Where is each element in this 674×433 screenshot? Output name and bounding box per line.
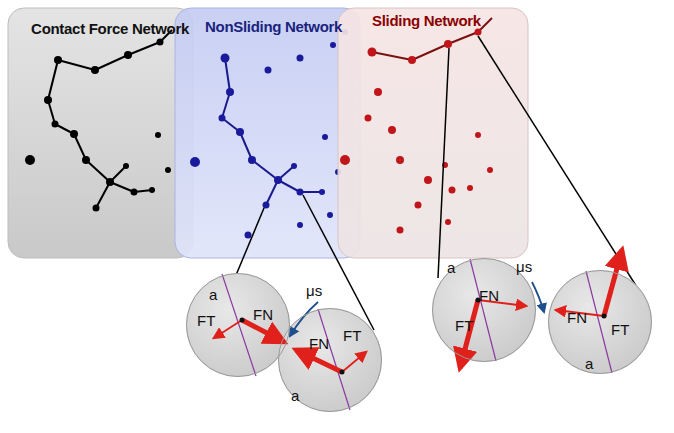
- friction-label: μs: [516, 258, 532, 275]
- friction-label: μs: [306, 282, 322, 299]
- force-label: FT: [197, 312, 215, 329]
- force-label: FN: [253, 306, 273, 323]
- panel-title: Sliding Network: [372, 12, 481, 29]
- particle-circle: aFT FN: [186, 273, 290, 377]
- force-label: a: [585, 355, 593, 372]
- force-label: FN: [567, 309, 587, 326]
- sliding-panel: Sliding Network: [338, 8, 528, 258]
- nonsliding-panel: NonSliding Network: [175, 8, 360, 258]
- force-label: FN: [309, 335, 329, 352]
- force-label: a: [447, 259, 455, 276]
- force-label: FT: [455, 317, 473, 334]
- particle-circle: FN FT a: [278, 308, 382, 412]
- force-label: FN: [479, 287, 499, 304]
- force-label: FT: [343, 327, 361, 344]
- force-label: a: [209, 286, 217, 303]
- contact-panel: Contact Force Network: [8, 8, 193, 258]
- force-label: FT: [611, 321, 629, 338]
- panel-title: NonSliding Network: [205, 18, 342, 35]
- panel-title: Contact Force Network: [31, 20, 189, 37]
- particle-circle: FN FT a: [548, 270, 652, 374]
- force-label: a: [291, 387, 299, 404]
